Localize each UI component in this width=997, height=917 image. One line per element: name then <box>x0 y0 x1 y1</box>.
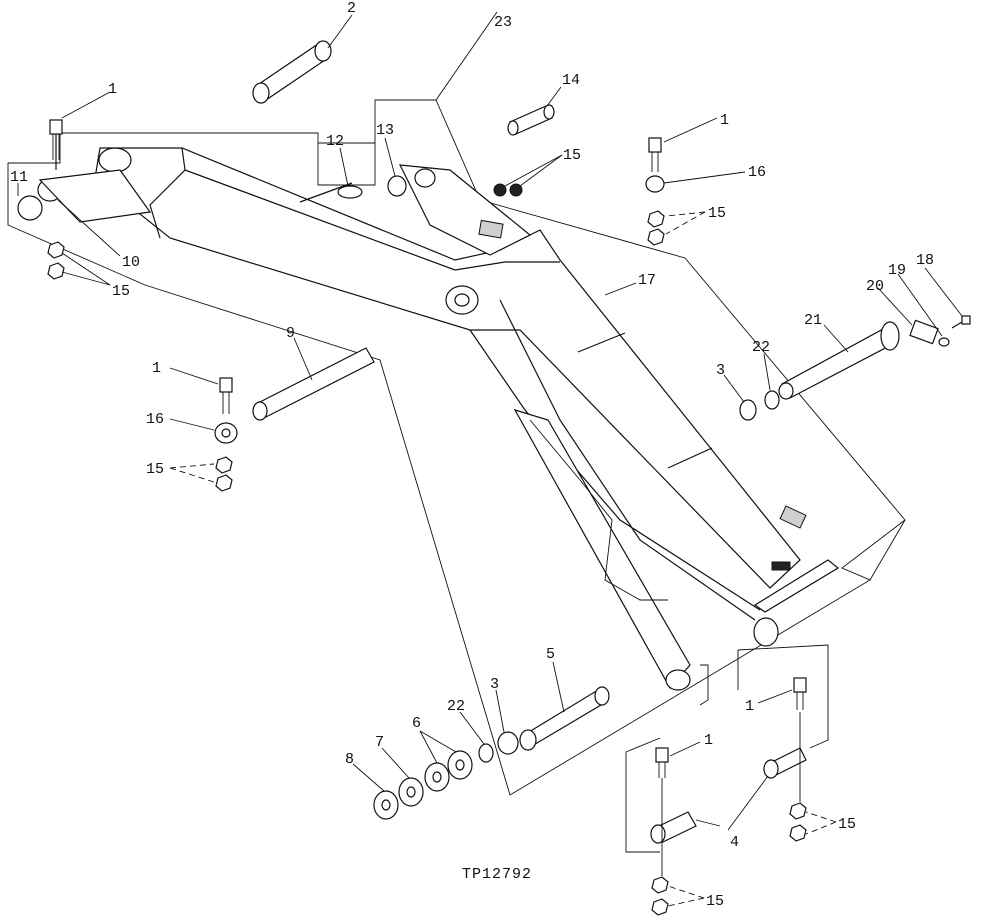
pin-14 <box>507 104 555 136</box>
fitting-12 <box>337 185 363 199</box>
washer-16-top <box>645 175 665 193</box>
pin-2 <box>252 40 332 104</box>
callout-label: 1 <box>704 732 713 749</box>
callout-label: 4 <box>730 834 739 851</box>
pin-21 <box>778 321 900 400</box>
bushing-3 <box>739 399 757 421</box>
nut-15-icons <box>47 183 807 916</box>
screw-18 <box>951 315 971 329</box>
callout-label: 11 <box>10 169 28 186</box>
callout-label: 19 <box>888 262 906 279</box>
callout-label: 20 <box>866 278 884 295</box>
callout-labels: 2 23 1 14 1 13 12 15 16 11 15 10 15 17 1… <box>10 0 934 910</box>
callout-label: 22 <box>752 339 770 356</box>
callout-label: 15 <box>563 147 581 164</box>
callout-label: 23 <box>494 14 512 31</box>
bushing-11 <box>17 195 43 221</box>
plate-20 <box>909 319 939 345</box>
callout-label: 9 <box>286 325 295 342</box>
bushing-3-lower <box>497 731 519 755</box>
boom <box>37 147 840 691</box>
callout-label: 18 <box>916 252 934 269</box>
callout-label: 1 <box>152 360 161 377</box>
callout-label: 13 <box>376 122 394 139</box>
callout-label: 21 <box>804 312 822 329</box>
washers-and-bushings <box>17 175 971 820</box>
pin-4a <box>650 811 697 844</box>
lockwasher-19 <box>938 337 950 347</box>
detail-boxes <box>625 644 829 853</box>
callout-label: 16 <box>146 411 164 428</box>
pin-5 <box>519 686 610 751</box>
callout-label: 3 <box>490 676 499 693</box>
callout-label: 15 <box>708 205 726 222</box>
callout-label: 8 <box>345 751 354 768</box>
callout-label: 7 <box>375 734 384 751</box>
callout-label: 1 <box>720 112 729 129</box>
callout-label: 3 <box>716 362 725 379</box>
callout-label: 17 <box>638 272 656 289</box>
washer-22-lower <box>478 743 494 763</box>
washer-22 <box>764 390 780 410</box>
callout-label: 1 <box>745 698 754 715</box>
callout-label: 5 <box>546 646 555 663</box>
callout-label: 15 <box>112 283 130 300</box>
callout-label: 1 <box>108 81 117 98</box>
callout-label: 14 <box>562 72 580 89</box>
callout-label: 16 <box>748 164 766 181</box>
callout-label: 15 <box>838 816 856 833</box>
callout-label: 10 <box>122 254 140 271</box>
callout-label: 12 <box>326 133 344 150</box>
pin-4b <box>763 747 807 779</box>
callout-label: 15 <box>146 461 164 478</box>
callout-label: 6 <box>412 715 421 732</box>
callout-label: 15 <box>706 893 724 910</box>
bolt-1-icons <box>49 119 807 778</box>
figure-reference: TP12792 <box>462 866 532 883</box>
bushing-13 <box>387 175 407 197</box>
pin-9 <box>252 347 375 421</box>
leader-lines <box>17 14 963 907</box>
callout-label: 2 <box>347 0 356 17</box>
callout-label: 22 <box>447 698 465 715</box>
